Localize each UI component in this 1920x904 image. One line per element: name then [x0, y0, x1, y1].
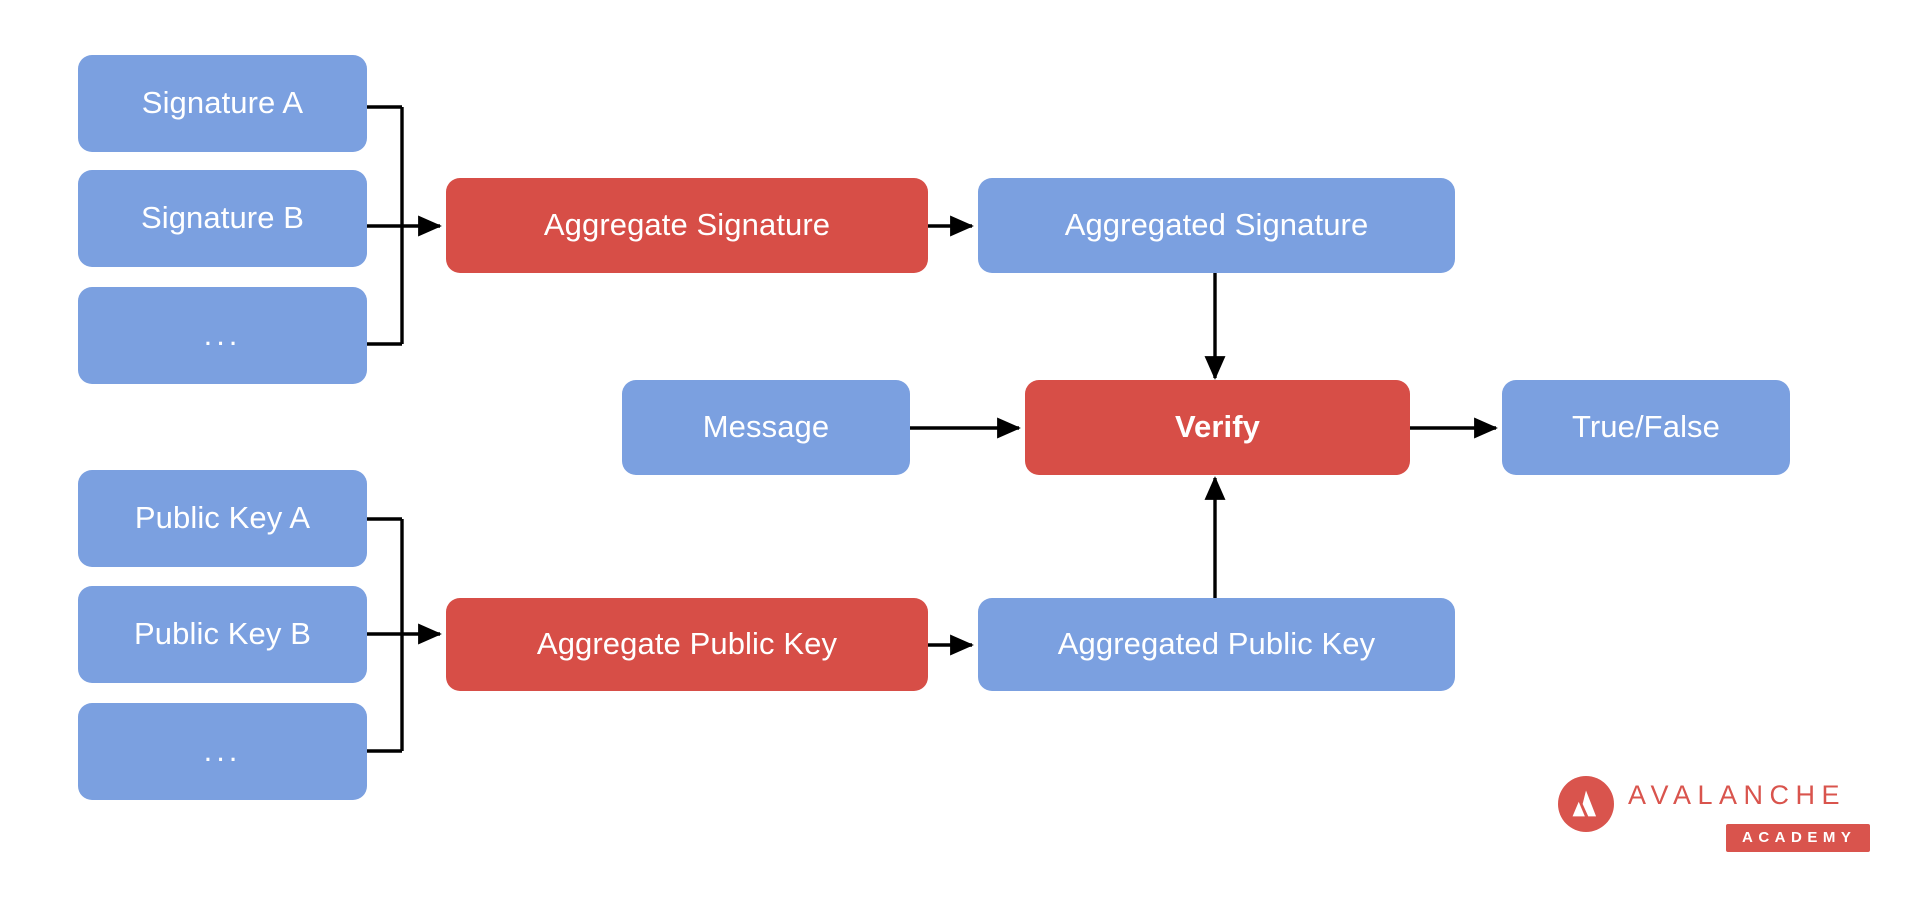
node-message[interactable]: Message — [622, 380, 910, 475]
node-signature-more-label: ... — [203, 317, 242, 353]
node-aggregated-signature-label: Aggregated Signature — [1064, 207, 1369, 243]
node-public-key-b[interactable]: Public Key B — [78, 586, 367, 683]
node-aggregated-signature[interactable]: Aggregated Signature — [978, 178, 1455, 273]
node-aggregate-signature-label: Aggregate Signature — [543, 207, 831, 243]
node-true-false[interactable]: True/False — [1502, 380, 1790, 475]
node-public-key-a[interactable]: Public Key A — [78, 470, 367, 567]
node-public-key-more[interactable]: ... — [78, 703, 367, 800]
avalanche-academy-logo: AVALANCHE ACADEMY — [1558, 772, 1906, 868]
node-public-key-a-label: Public Key A — [134, 500, 311, 536]
node-verify-label: Verify — [1174, 409, 1261, 445]
avalanche-mark-icon — [1558, 776, 1614, 832]
academy-badge: ACADEMY — [1726, 824, 1871, 852]
node-aggregated-public-key[interactable]: Aggregated Public Key — [978, 598, 1455, 691]
node-signature-a-label: Signature A — [141, 85, 304, 121]
node-aggregated-public-key-label: Aggregated Public Key — [1057, 626, 1376, 662]
node-signature-a[interactable]: Signature A — [78, 55, 367, 152]
node-aggregate-public-key[interactable]: Aggregate Public Key — [446, 598, 928, 691]
node-signature-b[interactable]: Signature B — [78, 170, 367, 267]
node-aggregate-public-key-label: Aggregate Public Key — [536, 626, 838, 662]
node-signature-more[interactable]: ... — [78, 287, 367, 384]
node-public-key-more-label: ... — [203, 733, 242, 769]
node-verify[interactable]: Verify — [1025, 380, 1410, 475]
edge-signatures-bus — [367, 105, 404, 346]
avalanche-wordmark: AVALANCHE — [1628, 780, 1847, 810]
edge-public-keys-bus — [367, 517, 404, 753]
node-signature-b-label: Signature B — [140, 200, 305, 236]
node-message-label: Message — [702, 409, 830, 445]
node-true-false-label: True/False — [1571, 409, 1720, 445]
node-aggregate-signature[interactable]: Aggregate Signature — [446, 178, 928, 273]
node-public-key-b-label: Public Key B — [134, 616, 311, 652]
